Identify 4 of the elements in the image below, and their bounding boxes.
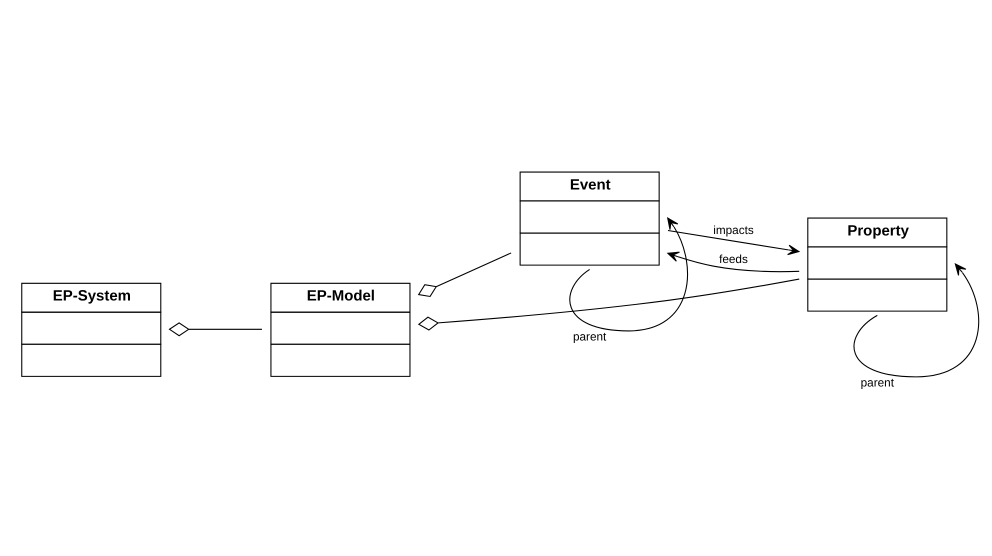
edge-label: impacts	[713, 223, 754, 236]
edge-label: parent	[860, 376, 894, 389]
edge-label: feeds	[719, 252, 748, 266]
edge-label: parent	[572, 330, 606, 343]
